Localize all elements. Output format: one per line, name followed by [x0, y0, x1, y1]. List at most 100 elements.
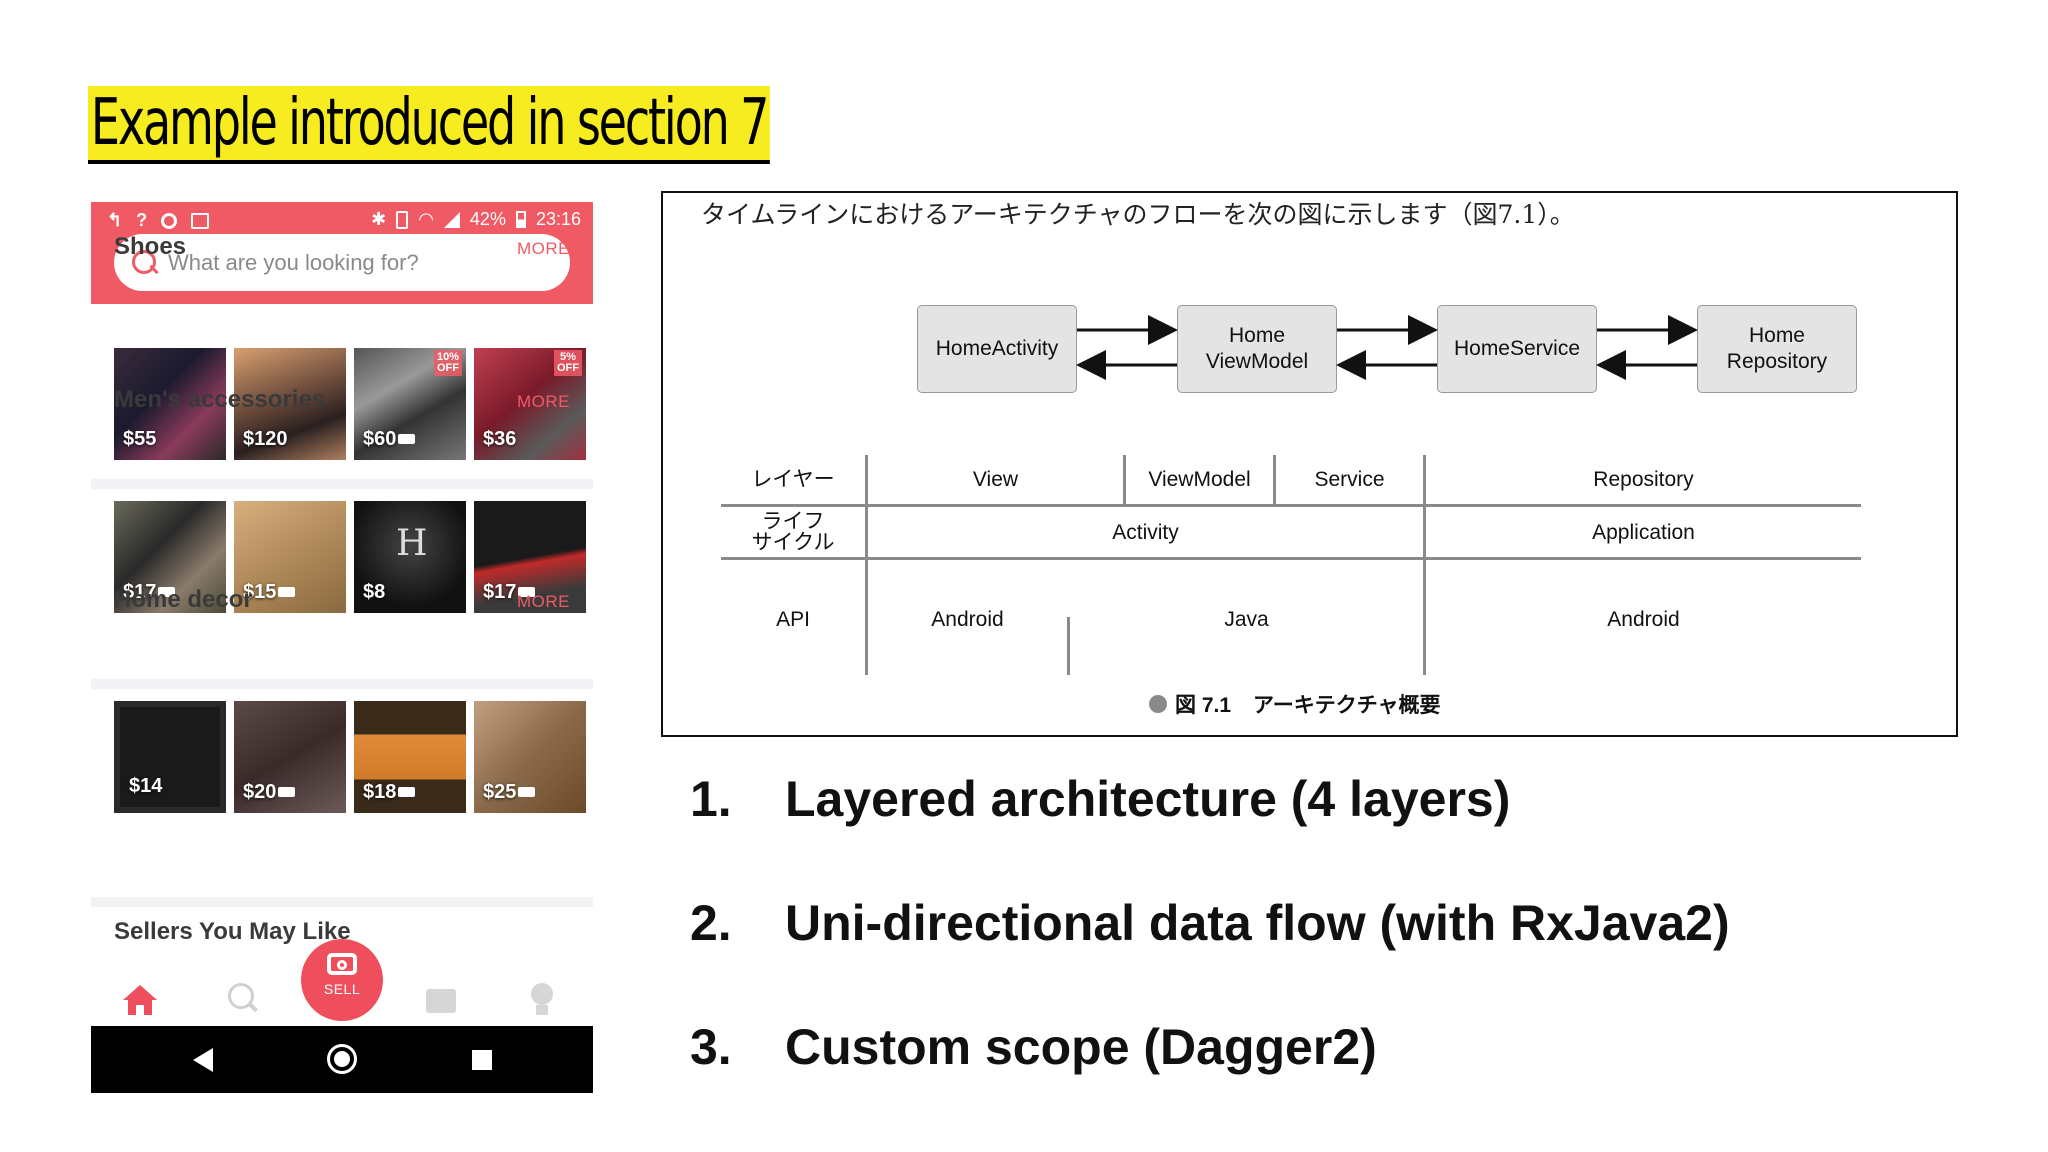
- discount-badge: 10% OFF: [433, 350, 462, 376]
- more-link[interactable]: MORE: [517, 392, 570, 411]
- point-number: 1.: [690, 771, 732, 827]
- product-card[interactable]: $20: [234, 701, 346, 813]
- phone-screenshot: ↰ ? ✱ ◠ 42% 23:16 What are you looking f…: [91, 202, 593, 1093]
- section-header-accessories: Men's accessories MORE: [114, 386, 570, 418]
- status-bar: ↰ ? ✱ ◠ 42% 23:16: [91, 202, 593, 238]
- product-row-accessories: $17 $15 H $8 $17: [114, 501, 586, 613]
- product-card[interactable]: $55: [114, 348, 226, 460]
- product-card[interactable]: $14: [114, 701, 226, 813]
- flow-box-service: HomeService: [1437, 305, 1597, 393]
- shipping-icon: [398, 787, 416, 797]
- section-header-shoes: Shoes MORE: [114, 233, 570, 265]
- search-placeholder: What are you looking for?: [168, 249, 419, 275]
- product-row-home-decor: $14 $20 $18 $25: [114, 701, 586, 813]
- divider: [91, 479, 593, 489]
- flow-arrows: [1076, 315, 1698, 380]
- product-price: $14: [129, 775, 163, 797]
- camera-icon: [327, 953, 357, 975]
- vibrate-icon: [396, 210, 409, 229]
- shipping-icon: [278, 787, 296, 797]
- product-card[interactable]: $120: [234, 348, 346, 460]
- sellers-title: Sellers You May Like: [114, 918, 351, 945]
- architecture-figure: タイムラインにおけるアーキテクチャのフローを次の図に示します（図7.1）。 Ho…: [661, 191, 1958, 737]
- point-item: 3. Custom scope (Dagger2): [690, 1018, 1377, 1076]
- figure-caption-text: アーキテクチャ概要: [1253, 694, 1441, 717]
- table-line: [865, 455, 868, 675]
- clock: 23:16: [535, 209, 581, 229]
- figure-number: 図 7.1: [1175, 694, 1232, 717]
- home-circle-icon[interactable]: [327, 1044, 357, 1074]
- flow-box-activity: HomeActivity: [917, 305, 1077, 393]
- search-icon: [132, 249, 159, 276]
- product-price: $8: [363, 581, 386, 603]
- home-icon[interactable]: [121, 983, 159, 1017]
- point-text: Uni-directional data flow (with RxJava2): [785, 895, 1730, 951]
- layer-cell: ViewModel: [1148, 467, 1251, 491]
- shipping-icon: [518, 787, 536, 797]
- point-text: Custom scope (Dagger2): [785, 1019, 1377, 1075]
- divider: [91, 679, 593, 689]
- row-header-api: API: [776, 607, 810, 631]
- product-price: $55: [123, 428, 157, 450]
- sell-label: SELL: [323, 981, 361, 997]
- slide-title: Example introduced in section 7: [88, 86, 771, 164]
- product-price: $17: [483, 581, 536, 604]
- more-link[interactable]: MORE: [517, 239, 570, 258]
- flow-box-viewmodel: Home ViewModel: [1177, 305, 1337, 393]
- product-price: $60: [363, 428, 416, 451]
- layer-cell: Repository: [1593, 467, 1694, 491]
- product-price: $20: [243, 781, 296, 804]
- figure-intro-text: タイムラインにおけるアーキテクチャのフローを次の図に示します（図7.1）。: [701, 200, 1575, 229]
- caption-bullet-icon: [1149, 695, 1167, 713]
- shipping-icon: [518, 587, 536, 597]
- section-title: Men's accessories: [114, 386, 326, 413]
- android-nav-bar: [91, 1026, 593, 1093]
- sell-button[interactable]: SELL: [301, 939, 383, 1021]
- shipping-icon: [398, 434, 416, 444]
- point-item: 1.Layered architecture (4 layers): [690, 770, 1510, 828]
- product-price: $18: [363, 781, 416, 804]
- battery-percent: 42%: [469, 209, 506, 229]
- product-price: $25: [483, 781, 536, 804]
- product-card[interactable]: $17: [114, 501, 226, 613]
- layer-cell: Service: [1314, 467, 1385, 491]
- product-card[interactable]: 10% OFF $60: [354, 348, 466, 460]
- point-item: 2. Uni-directional data flow (with RxJava…: [690, 894, 1730, 952]
- sync-icon: ?: [136, 210, 148, 230]
- api-cell: Android: [1607, 607, 1680, 631]
- hat-logo: H: [396, 523, 428, 564]
- battery-icon: [515, 211, 526, 228]
- section-header-home-decor: Home decor MORE: [114, 586, 570, 618]
- recents-icon[interactable]: [472, 1050, 492, 1070]
- product-price: $120: [243, 428, 288, 450]
- inbox-icon[interactable]: [426, 989, 456, 1013]
- lifecycle-cell: Application: [1592, 520, 1695, 544]
- table-line: [1273, 455, 1276, 505]
- back-icon[interactable]: [193, 1048, 213, 1072]
- product-card[interactable]: $25: [474, 701, 586, 813]
- figure-caption: 図 7.1 アーキテクチャ概要: [1149, 689, 1441, 719]
- activity-icon: [191, 212, 210, 229]
- flow-box-repository: Home Repository: [1697, 305, 1857, 393]
- profile-icon[interactable]: [529, 983, 555, 1015]
- product-card[interactable]: $17: [474, 501, 586, 613]
- table-line: [721, 557, 1861, 560]
- product-card[interactable]: H $8: [354, 501, 466, 613]
- layer-cell: View: [972, 467, 1019, 491]
- product-card[interactable]: $18: [354, 701, 466, 813]
- point-number: 3.: [690, 1019, 732, 1075]
- product-card[interactable]: 5% OFF $36: [474, 348, 586, 460]
- lifecycle-cell: Activity: [1112, 520, 1179, 544]
- point-number: 2.: [690, 895, 732, 951]
- row-header-lifecycle: ライフ サイクル: [751, 510, 835, 554]
- search-icon[interactable]: [228, 983, 258, 1013]
- row-header-layer: レイヤー: [751, 467, 835, 491]
- product-card[interactable]: $15: [234, 501, 346, 613]
- search-input[interactable]: What are you looking for?: [114, 234, 570, 291]
- bluetooth-icon: ✱: [371, 209, 387, 229]
- record-icon: [161, 212, 178, 229]
- api-cell: Android: [931, 607, 1004, 631]
- more-link[interactable]: MORE: [517, 592, 570, 611]
- section-title: Shoes: [114, 233, 187, 260]
- wifi-icon: ◠: [418, 209, 434, 229]
